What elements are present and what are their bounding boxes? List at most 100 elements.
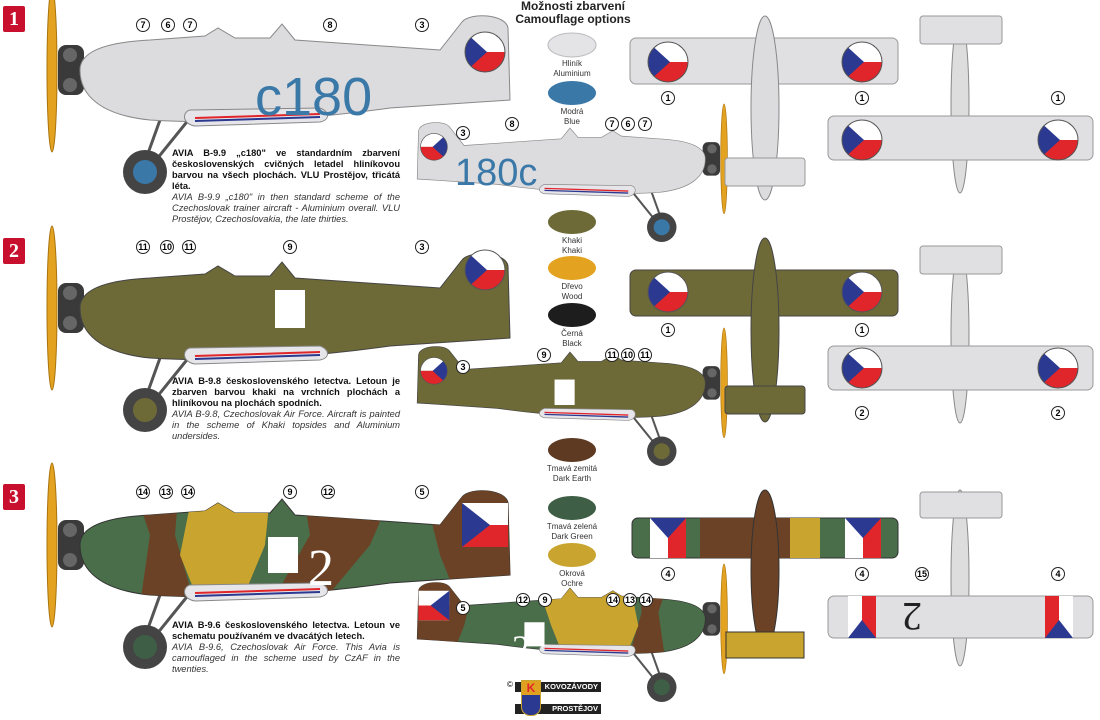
callout-marker: 7 (183, 18, 197, 32)
aircraft-code: c180 (255, 67, 372, 127)
callout-marker: 9 (283, 485, 297, 499)
scheme-description-2: AVIA B-9.8 československého letectva. Le… (172, 376, 400, 441)
camouflage-title: Možnosti zbarvení Camouflage options (515, 0, 631, 26)
swatch-blue (548, 81, 596, 105)
callout-marker: 11 (136, 240, 150, 254)
aircraft-code-small: 2 (512, 628, 530, 668)
callout-marker: 4 (855, 567, 869, 581)
callout-marker: 9 (538, 593, 552, 607)
callout-number: 11 (640, 350, 650, 360)
callout-marker: 14 (606, 593, 620, 607)
scheme-description-3: AVIA B-9.6 československého letectva. Le… (172, 620, 400, 674)
callout-number: 2 (1055, 408, 1060, 418)
bottom-view-1 (827, 15, 1094, 194)
callout-marker: 3 (415, 18, 429, 32)
callout-marker: 7 (136, 18, 150, 32)
callout-number: 14 (641, 595, 651, 605)
callout-marker: 3 (456, 360, 470, 374)
color-swatches (547, 32, 597, 567)
callout-number: 7 (140, 20, 145, 30)
callout-marker: 9 (537, 348, 551, 362)
callout-number: 2 (859, 408, 864, 418)
callout-marker: 14 (639, 593, 653, 607)
callout-number: 6 (165, 20, 170, 30)
callout-marker: 5 (415, 485, 429, 499)
callout-number: 9 (541, 350, 546, 360)
callout-marker: 13 (623, 593, 637, 607)
white-square-marking (275, 290, 305, 328)
callout-marker: 6 (621, 117, 635, 131)
aircraft-code: 2 (308, 540, 334, 597)
top-view-2 (629, 237, 899, 423)
callout-number: 6 (625, 119, 630, 129)
callout-marker: 14 (181, 485, 195, 499)
swatch-wood (548, 256, 596, 280)
callout-number: 11 (184, 242, 194, 252)
callout-number: 15 (917, 569, 927, 579)
callout-number: 10 (162, 242, 172, 252)
bottom-code: 2 (902, 594, 922, 639)
callout-number: 14 (138, 487, 148, 497)
bottom-view-3: 2 (827, 489, 1094, 667)
top-view-3 (631, 489, 899, 659)
callout-marker: 11 (638, 348, 652, 362)
callout-number: 1 (859, 325, 864, 335)
scheme-description-1: AVIA B-9.9 „c180" ve standardním zbarven… (172, 148, 400, 224)
side-view-small-2 (416, 327, 728, 467)
callout-number: 7 (187, 20, 192, 30)
callout-number: 8 (327, 20, 332, 30)
callout-marker: 15 (915, 567, 929, 581)
callout-number: 5 (419, 487, 424, 497)
callout-marker: 6 (161, 18, 175, 32)
callout-marker: 1 (661, 91, 675, 105)
callout-number: 14 (608, 595, 618, 605)
callout-marker: 14 (136, 485, 150, 499)
callout-number: 1 (665, 325, 670, 335)
callout-marker: 4 (1051, 567, 1065, 581)
callout-number: 9 (287, 487, 292, 497)
callout-marker: 8 (505, 117, 519, 131)
callout-marker: 3 (415, 240, 429, 254)
scheme-number-1: 1 (3, 6, 25, 32)
callout-number: 9 (542, 595, 547, 605)
callout-marker: 1 (661, 323, 675, 337)
callout-marker: 2 (1051, 406, 1065, 420)
side-view-large-3: 2 (46, 462, 511, 671)
callout-marker: 10 (621, 348, 635, 362)
callout-number: 7 (609, 119, 614, 129)
callout-number: 1 (665, 93, 670, 103)
callout-marker: 1 (1051, 91, 1065, 105)
callout-number: 11 (607, 350, 617, 360)
side-view-large-1: c180 (46, 0, 511, 196)
callout-number: 10 (623, 350, 633, 360)
callout-number: 13 (161, 487, 171, 497)
kovozavody-prostejov-logo: © KOVOZÁVODY PROSTĚJOV K (507, 680, 601, 716)
swatch-dark-green (548, 496, 596, 520)
callout-marker: 5 (456, 601, 470, 615)
callout-marker: 12 (321, 485, 335, 499)
callout-number: 7 (642, 119, 647, 129)
callout-number: 8 (509, 119, 514, 129)
callout-number: 3 (460, 128, 465, 138)
bottom-view-2 (827, 245, 1094, 424)
callout-marker: 9 (283, 240, 297, 254)
side-view-large-2 (46, 225, 511, 434)
callout-marker: 12 (516, 593, 530, 607)
callout-number: 14 (183, 487, 193, 497)
callout-number: 3 (460, 362, 465, 372)
callout-marker: 10 (160, 240, 174, 254)
callout-marker: 2 (855, 406, 869, 420)
callout-marker: 3 (456, 126, 470, 140)
scheme-number-3: 3 (3, 484, 25, 510)
callout-marker: 11 (182, 240, 196, 254)
